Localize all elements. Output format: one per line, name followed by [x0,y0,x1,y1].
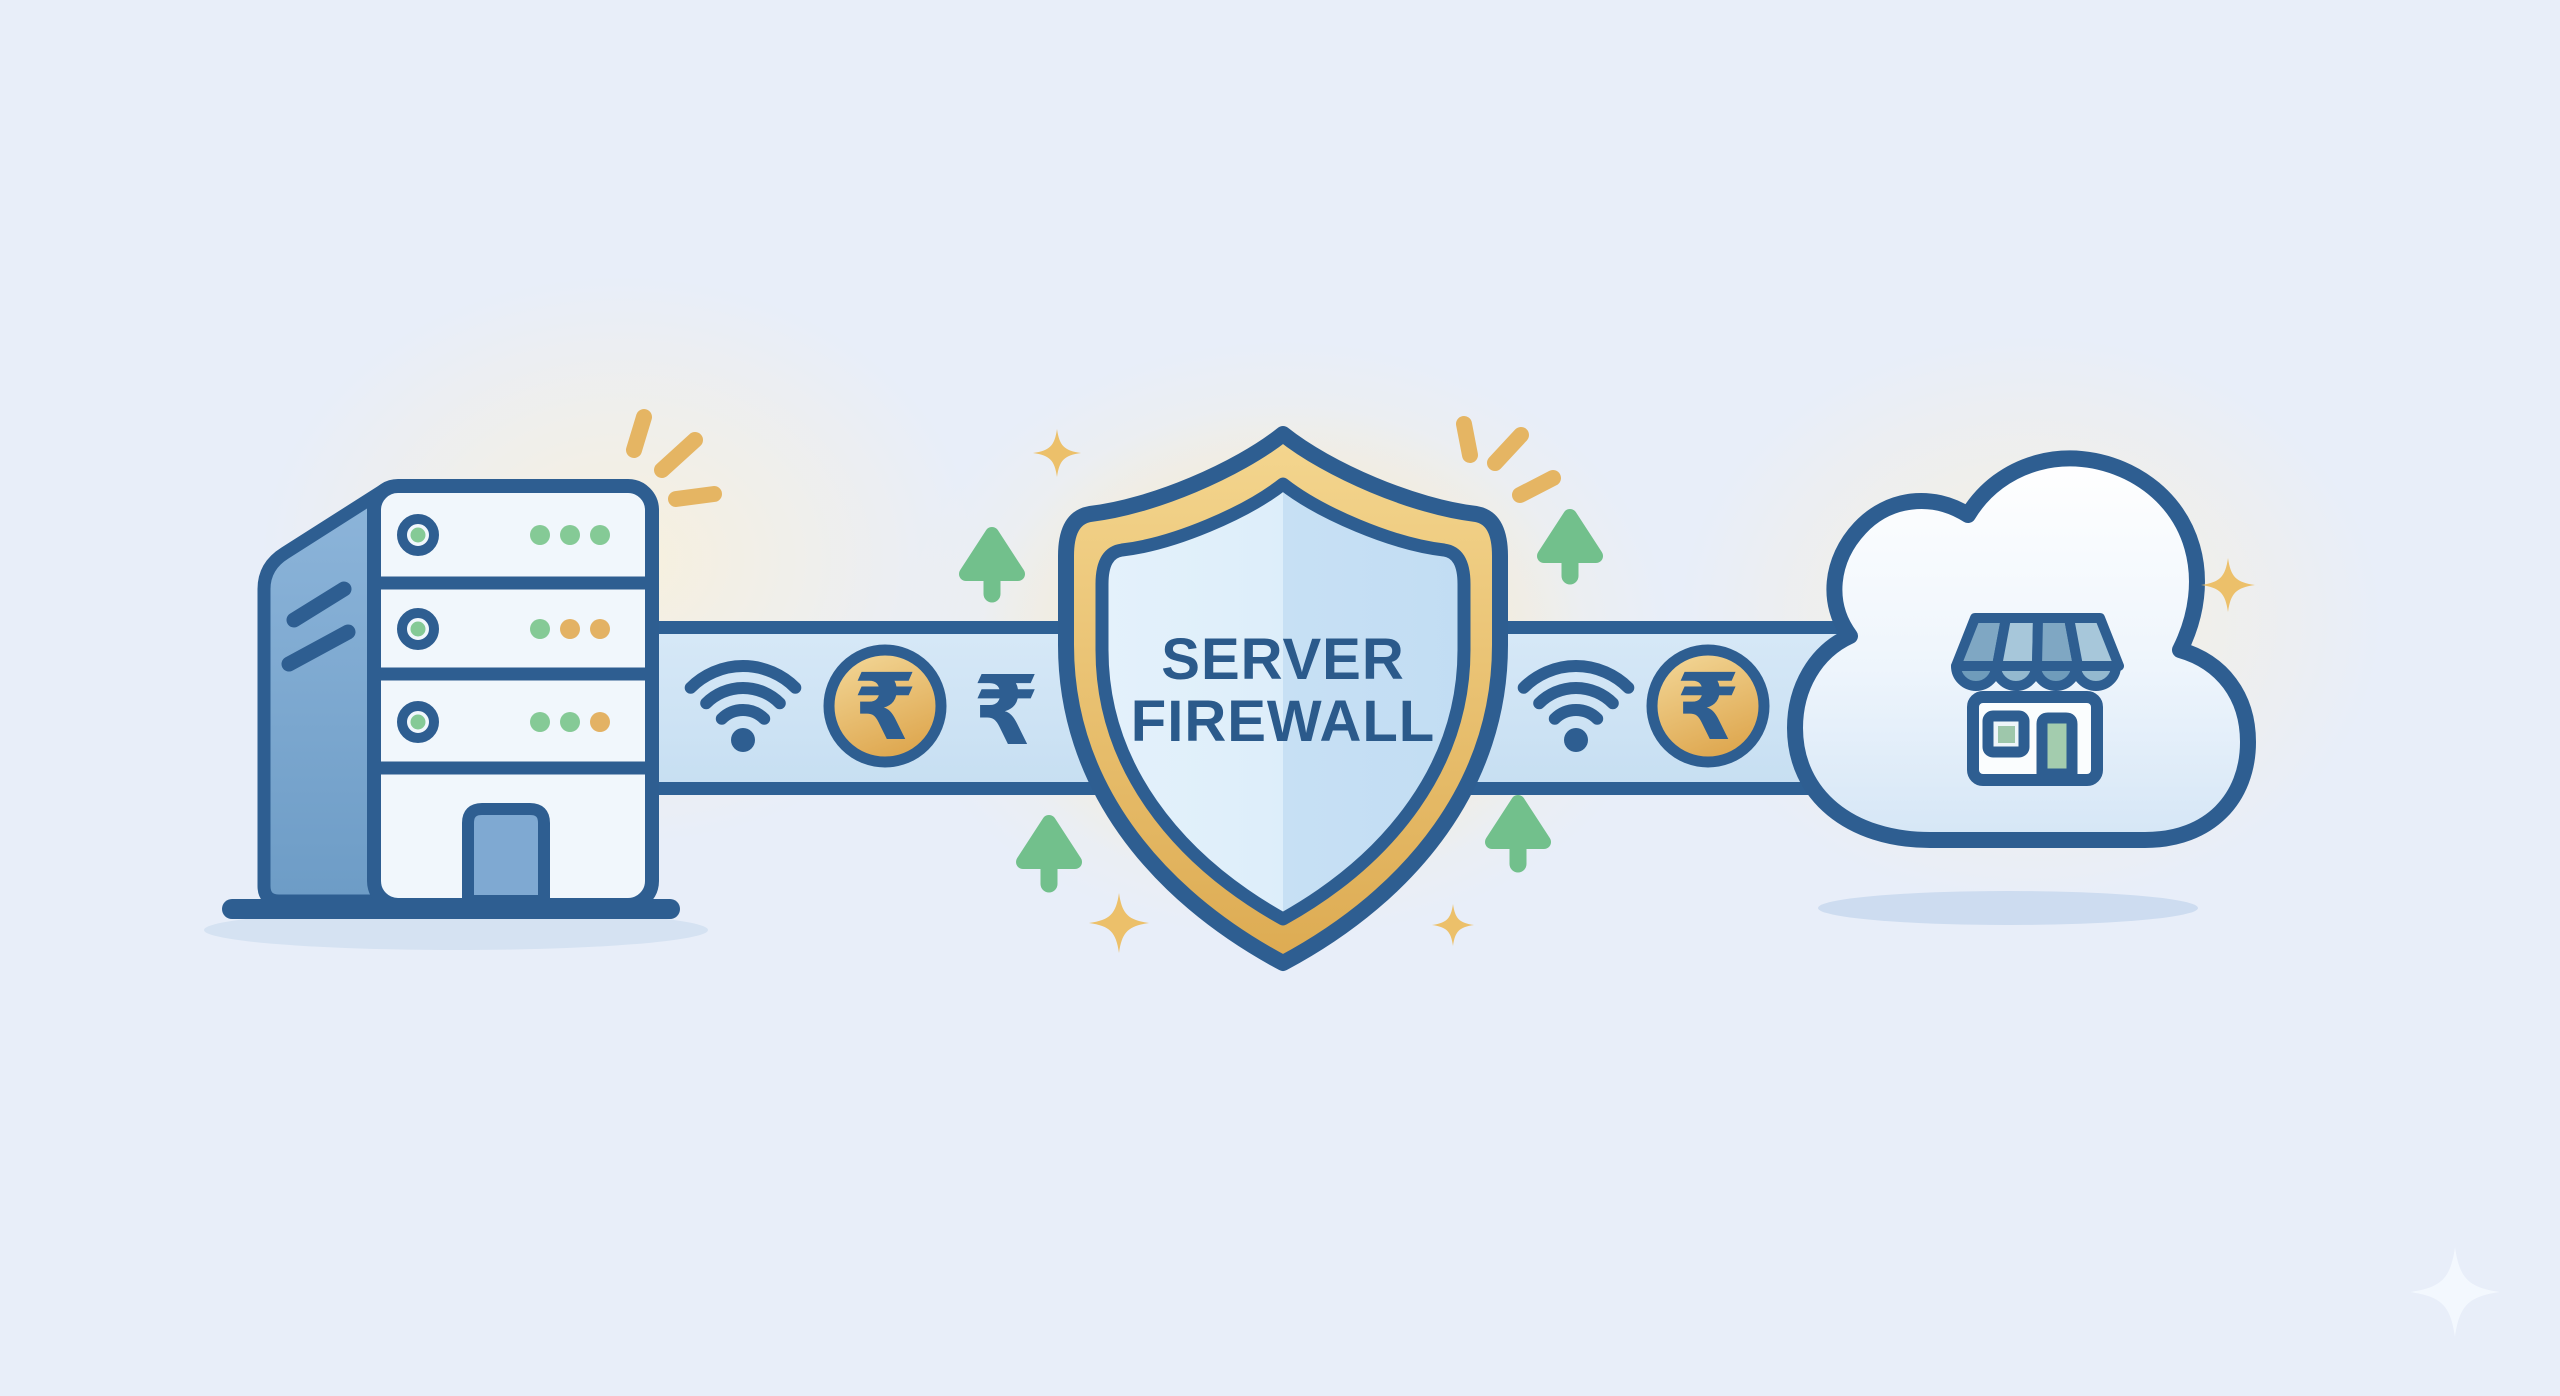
shield-label-line1: SERVER [1161,627,1404,692]
server-side-panel [257,483,391,908]
band-right-border-bottom [1452,782,1880,795]
up-arrow-icon [1485,795,1551,873]
server-vent-dashes [281,581,356,672]
server-bay [397,514,610,556]
rupee-coin-symbol: ₹ [853,654,917,761]
server-icon [204,479,708,950]
data-flow-band-left: ₹ ₹ [648,621,1108,795]
rupee-coin-icon: ₹ [823,644,947,768]
band-left-border-top [648,621,1108,634]
sparkle-icon [2201,558,2255,612]
firewall-shield-icon: SERVER FIREWALL [1058,426,1508,971]
led-dot [560,619,580,639]
led-dot [590,619,610,639]
rupee-coin-symbol: ₹ [1676,654,1740,761]
led-dot [530,619,550,639]
sparkle-icon [1033,429,1081,477]
server-spark-lines [626,409,722,507]
server-base [222,899,680,919]
up-arrow-icon [1016,815,1082,893]
led-dot [530,525,550,545]
store-window-pane [1998,726,2015,743]
cloud-store-icon [1787,450,2256,925]
led-dot [560,712,580,732]
server-bay-dividers [376,576,650,775]
cloud-shadow [1818,891,2198,925]
led-dot [590,712,610,732]
corner-sparkle-icon [2410,1247,2500,1337]
rupee-symbol: ₹ [973,655,1040,767]
sparkle-icon [1432,904,1474,946]
server-bay [397,701,610,743]
rupee-coin-icon: ₹ [1646,644,1770,768]
server-bay [397,608,610,650]
led-dot [560,525,580,545]
store-icon [1951,613,2124,786]
shield-inner [1095,477,1471,926]
server-door [462,803,550,907]
up-arrow-icon [959,527,1025,603]
band-right-border-top [1452,621,1880,634]
wifi-icon [684,660,802,752]
server-shadow [204,910,708,950]
shield-spark-lines [1456,416,1561,503]
store-awning [1951,613,2124,691]
up-arrow-icon [1537,509,1603,585]
band-left-border-bottom [648,782,1108,795]
shield-label-line2: FIREWALL [1131,689,1435,754]
store-door [2036,712,2078,780]
led-dot [590,525,610,545]
sparkle-icon [1089,893,1149,953]
wifi-icon [1517,660,1635,752]
led-dot [530,712,550,732]
